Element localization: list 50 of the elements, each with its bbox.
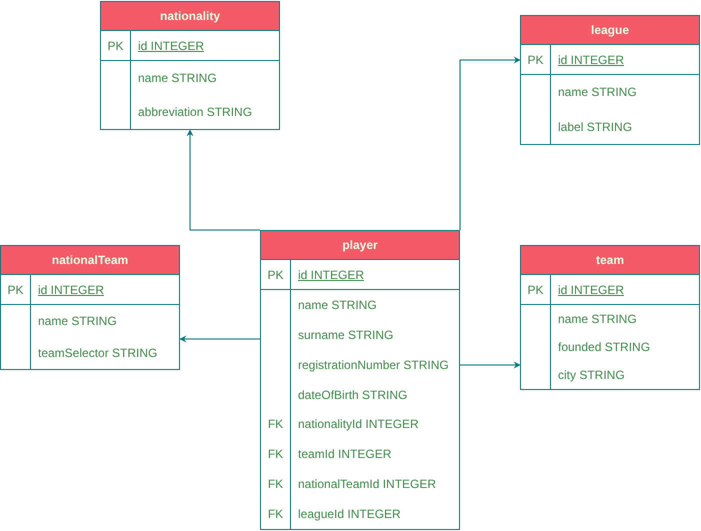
- field-name: id INTEGER: [38, 282, 104, 298]
- key-label: FK: [268, 416, 284, 434]
- table-header: player: [261, 231, 459, 260]
- table-header: league: [521, 16, 699, 45]
- entity-table: [520, 15, 700, 145]
- table-row: [521, 275, 699, 305]
- key-label: PK: [7, 282, 24, 298]
- arrow: [179, 336, 260, 342]
- field-name: name STRING: [298, 296, 377, 314]
- field-name: name STRING: [558, 84, 637, 102]
- key-label: FK: [268, 446, 284, 464]
- field-name: label STRING: [558, 118, 632, 136]
- field-name: name STRING: [138, 70, 217, 87]
- field-name: id INTEGER: [298, 266, 364, 284]
- field-name: teamSelector STRING: [38, 345, 158, 362]
- field-name: leagueId INTEGER: [298, 506, 401, 524]
- field-name: abbreviation STRING: [138, 104, 252, 121]
- entity-table: [260, 230, 460, 530]
- table-header: nationality: [101, 2, 279, 31]
- key-label: PK: [267, 266, 284, 284]
- key-label: PK: [107, 38, 124, 54]
- key-label: PK: [527, 52, 544, 68]
- arrow: [186, 129, 260, 230]
- field-name: founded STRING: [558, 339, 650, 356]
- field-name: id INTEGER: [138, 38, 204, 54]
- table-row: [521, 45, 699, 75]
- field-name: id INTEGER: [558, 52, 624, 68]
- entity-table: [100, 1, 280, 130]
- entity-table: [0, 245, 180, 370]
- field-name: name STRING: [38, 313, 117, 330]
- key-label: PK: [527, 282, 544, 298]
- field-name: dateOfBirth STRING: [298, 386, 408, 404]
- field-name: city STRING: [558, 367, 625, 384]
- table-row: [101, 31, 279, 61]
- field-name: nationalityId INTEGER: [298, 416, 419, 434]
- table-row: [261, 260, 459, 290]
- field-name: id INTEGER: [558, 282, 624, 298]
- arrow: [460, 362, 521, 368]
- table-header: nationalTeam: [1, 246, 179, 275]
- field-name: registrationNumber STRING: [298, 356, 449, 374]
- table-row: [1, 275, 179, 305]
- field-name: surname STRING: [298, 326, 394, 344]
- key-label: FK: [268, 506, 284, 524]
- arrow: [460, 56, 521, 230]
- key-label: FK: [268, 476, 284, 494]
- field-name: name STRING: [558, 311, 637, 328]
- field-name: nationalTeamId INTEGER: [298, 476, 436, 494]
- table-header: team: [521, 246, 699, 275]
- field-name: teamId INTEGER: [298, 446, 392, 464]
- entity-table: [520, 245, 700, 390]
